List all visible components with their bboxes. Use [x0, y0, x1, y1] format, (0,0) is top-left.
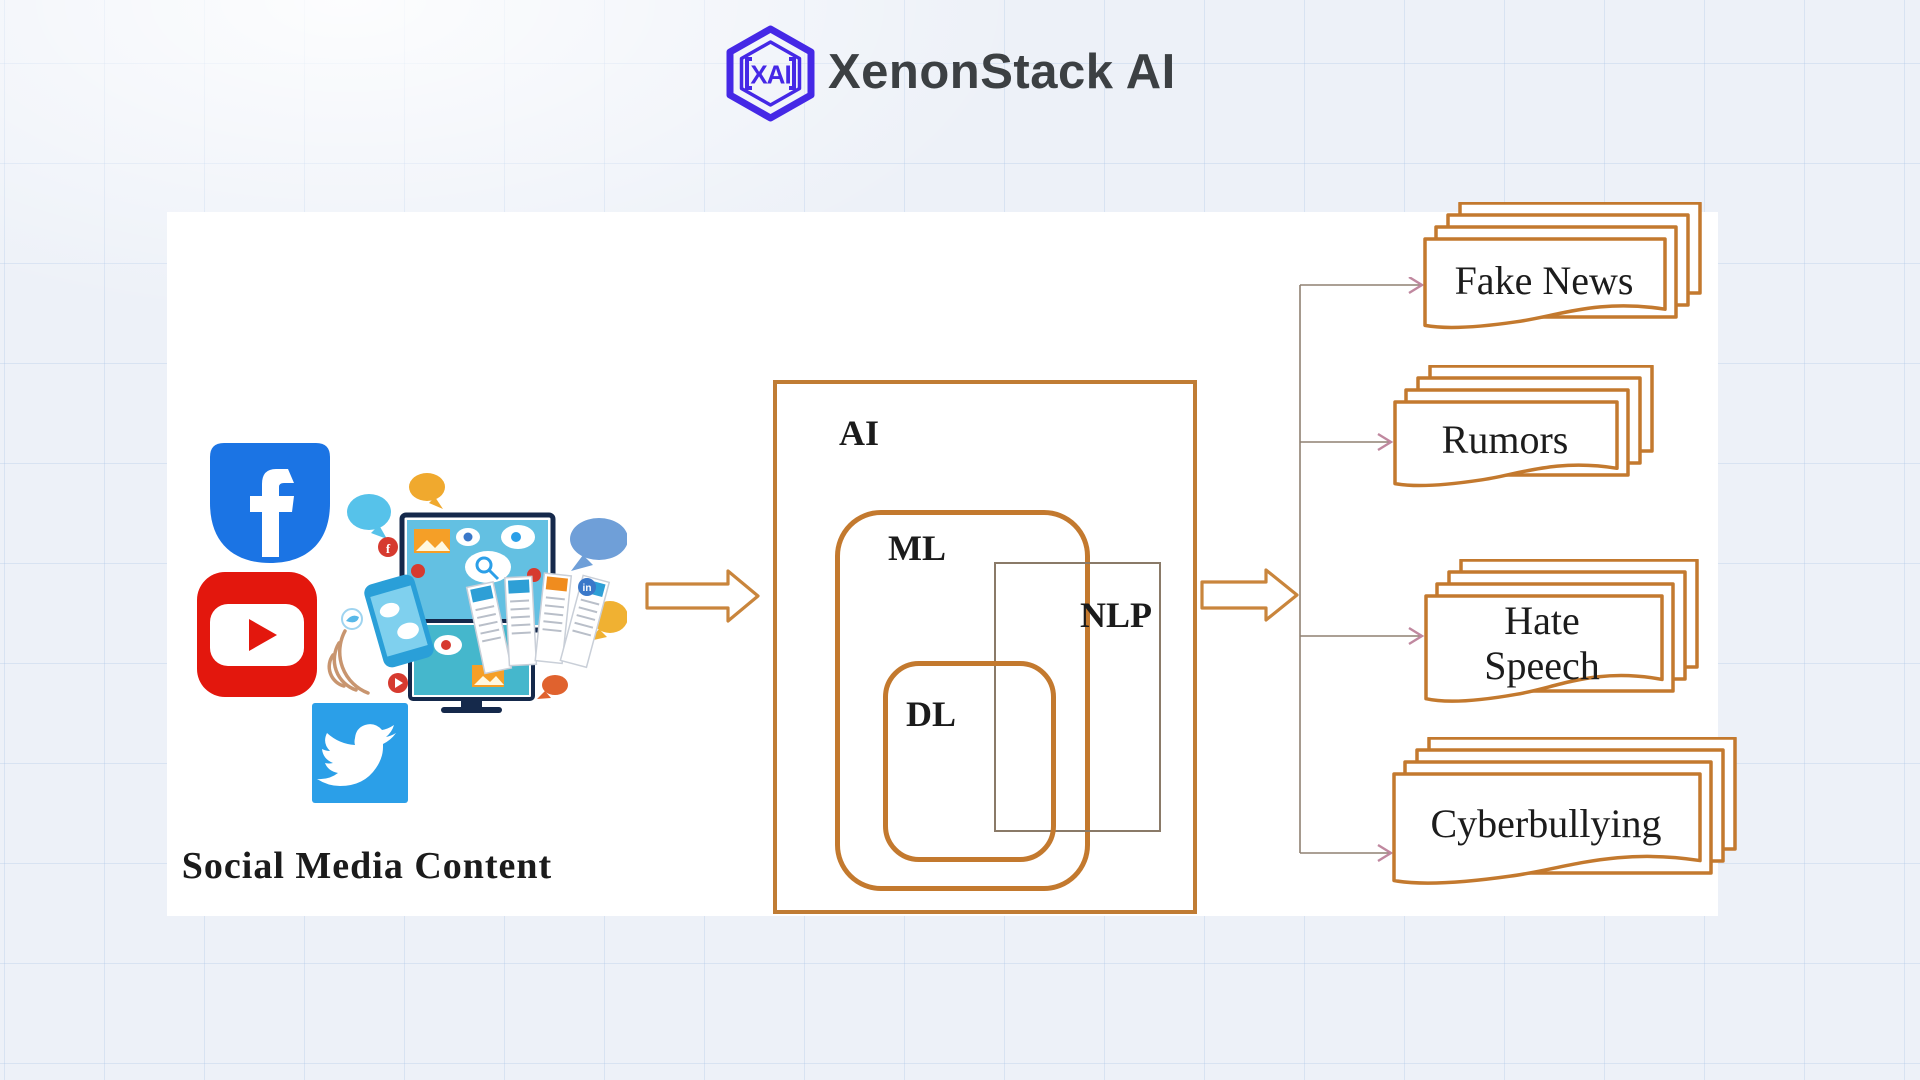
- brand-logo[interactable]: XAI XenonStack AI: [715, 18, 1195, 128]
- youtube-icon: [197, 572, 317, 697]
- diagram-canvas: f in: [167, 202, 1737, 916]
- facebook-icon: [210, 443, 330, 563]
- xenonstack-hexagon-icon: XAI: [726, 25, 815, 122]
- fake-news-pages-icon: [1423, 202, 1702, 330]
- ml-box: [835, 510, 1090, 891]
- output-rumors: Rumors: [1441, 417, 1569, 463]
- ai-box: [773, 380, 1197, 914]
- signal-waves-icon: [327, 629, 370, 695]
- nlp-label: NLP: [1080, 595, 1152, 635]
- phone-icon: [364, 574, 434, 668]
- twitter-icon: [312, 703, 408, 803]
- source-caption: Social Media Content: [181, 845, 553, 887]
- social-media-illustration: f in: [197, 443, 627, 803]
- rumors-pages-icon: [1393, 365, 1654, 488]
- svg-text:in: in: [583, 583, 592, 594]
- ai-label: AI: [838, 413, 879, 453]
- cyberbullying-pages-icon: [1392, 737, 1737, 885]
- output-cyberbullying: Cyberbullying: [1430, 800, 1662, 846]
- flow-arrow-left-icon: [645, 569, 760, 623]
- scatter-icons: f in: [341, 537, 596, 699]
- flow-arrow-right-icon: [1200, 568, 1299, 622]
- ml-label: ML: [888, 528, 946, 568]
- svg-text:f: f: [386, 541, 391, 556]
- brand-monogram: XAI: [750, 60, 790, 90]
- nlp-box: [994, 562, 1161, 832]
- dl-label: DL: [905, 694, 956, 734]
- brand-name: XenonStack AI: [828, 45, 1176, 99]
- dl-box: [883, 661, 1056, 862]
- hate-speech-pages-icon: [1424, 559, 1699, 703]
- output-fake-news: Fake News: [1454, 257, 1634, 303]
- output-hate-speech: Hate Speech: [1484, 598, 1600, 688]
- newspaper-icon: [465, 572, 611, 675]
- branch-connectors: [1299, 277, 1425, 863]
